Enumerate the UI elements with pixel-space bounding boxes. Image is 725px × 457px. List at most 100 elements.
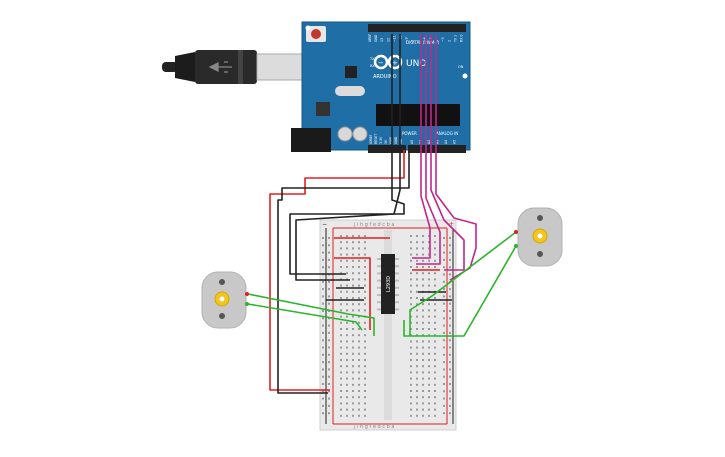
- breadboard-hole[interactable]: [416, 408, 418, 411]
- breadboard-hole[interactable]: [346, 377, 348, 380]
- breadboard-hole[interactable]: [346, 235, 348, 237]
- breadboard-hole[interactable]: [434, 321, 436, 324]
- breadboard-hole[interactable]: [410, 396, 412, 399]
- breadboard-hole[interactable]: [428, 340, 430, 343]
- breadboard-hole[interactable]: [364, 309, 366, 312]
- breadboard-hole[interactable]: [422, 414, 424, 417]
- breadboard-hole[interactable]: [346, 414, 348, 417]
- rail-hole[interactable]: [322, 339, 324, 342]
- breadboard[interactable]: j i h g f e d c b a j i h g f e d c b a …: [319, 219, 457, 431]
- breadboard-hole[interactable]: [416, 365, 418, 368]
- breadboard-hole[interactable]: [410, 402, 412, 405]
- rail-hole[interactable]: [443, 295, 445, 298]
- breadboard-hole[interactable]: [352, 297, 354, 299]
- dc-motor-left[interactable]: [201, 271, 249, 329]
- breadboard-hole[interactable]: [340, 315, 342, 318]
- breadboard-hole[interactable]: [428, 390, 430, 392]
- rail-hole[interactable]: [449, 383, 451, 385]
- rail-hole[interactable]: [443, 317, 445, 320]
- breadboard-hole[interactable]: [358, 377, 360, 380]
- breadboard-hole[interactable]: [434, 266, 436, 268]
- breadboard-hole[interactable]: [434, 365, 436, 368]
- breadboard-hole[interactable]: [364, 266, 366, 268]
- breadboard-hole[interactable]: [434, 359, 436, 361]
- breadboard-hole[interactable]: [416, 272, 418, 275]
- breadboard-hole[interactable]: [428, 278, 430, 281]
- breadboard-hole[interactable]: [416, 303, 418, 306]
- breadboard-hole[interactable]: [416, 297, 418, 299]
- rail-hole[interactable]: [449, 244, 451, 247]
- wire-green-motor-right-a[interactable]: [409, 231, 517, 336]
- breadboard-hole[interactable]: [410, 235, 412, 237]
- rail-hole[interactable]: [322, 390, 324, 393]
- wire-green-motor-left-a[interactable]: [247, 293, 375, 336]
- breadboard-hole[interactable]: [410, 315, 412, 318]
- breadboard-hole[interactable]: [364, 241, 366, 244]
- breadboard-hole[interactable]: [364, 334, 366, 337]
- rail-hole[interactable]: [443, 237, 445, 239]
- rail-hole[interactable]: [328, 237, 330, 239]
- rail-hole[interactable]: [328, 266, 330, 269]
- breadboard-hole[interactable]: [422, 266, 424, 268]
- rail-hole[interactable]: [328, 404, 330, 407]
- breadboard-hole[interactable]: [340, 377, 342, 380]
- breadboard-hole[interactable]: [358, 396, 360, 399]
- rail-hole[interactable]: [328, 353, 330, 356]
- breadboard-hole[interactable]: [346, 266, 348, 268]
- arduino-board[interactable]: − + ARDUINO UNO DIGITAL (PWM~) POWER ANA…: [291, 21, 471, 156]
- rail-hole[interactable]: [443, 302, 445, 305]
- rail-hole[interactable]: [443, 368, 445, 371]
- motor-right-terminal-a[interactable]: [514, 230, 518, 234]
- breadboard-hole[interactable]: [422, 247, 424, 250]
- breadboard-hole[interactable]: [416, 352, 418, 355]
- wire-green-motor-left-b[interactable]: [247, 303, 363, 331]
- breadboard-hole[interactable]: [358, 414, 360, 417]
- breadboard-hole[interactable]: [422, 402, 424, 405]
- breadboard-hole[interactable]: [352, 408, 354, 411]
- breadboard-hole[interactable]: [422, 346, 424, 349]
- breadboard-hole[interactable]: [346, 390, 348, 392]
- breadboard-hole[interactable]: [428, 352, 430, 355]
- rail-hole[interactable]: [443, 339, 445, 342]
- rail-hole[interactable]: [443, 324, 445, 327]
- breadboard-hole[interactable]: [422, 365, 424, 368]
- breadboard-hole[interactable]: [346, 247, 348, 250]
- breadboard-hole[interactable]: [428, 272, 430, 275]
- rail-hole[interactable]: [322, 404, 324, 407]
- breadboard-hole[interactable]: [422, 241, 424, 244]
- breadboard-hole[interactable]: [346, 272, 348, 275]
- breadboard-hole[interactable]: [358, 340, 360, 343]
- rail-hole[interactable]: [328, 302, 330, 305]
- breadboard-hole[interactable]: [416, 235, 418, 237]
- breadboard-hole[interactable]: [416, 266, 418, 268]
- breadboard-hole[interactable]: [358, 408, 360, 411]
- rail-hole[interactable]: [328, 368, 330, 371]
- breadboard-hole[interactable]: [428, 247, 430, 250]
- rail-hole[interactable]: [328, 375, 330, 378]
- breadboard-hole[interactable]: [346, 334, 348, 337]
- breadboard-hole[interactable]: [364, 253, 366, 256]
- wire-red-5v[interactable]: [269, 150, 405, 391]
- breadboard-hole[interactable]: [346, 321, 348, 324]
- breadboard-hole[interactable]: [410, 383, 412, 386]
- breadboard-hole[interactable]: [364, 402, 366, 405]
- rail-hole[interactable]: [322, 244, 324, 247]
- rail-hole[interactable]: [443, 244, 445, 247]
- breadboard-hole[interactable]: [352, 352, 354, 355]
- breadboard-hole[interactable]: [364, 235, 366, 237]
- breadboard-hole[interactable]: [416, 377, 418, 380]
- breadboard-hole[interactable]: [358, 290, 360, 293]
- breadboard-hole[interactable]: [422, 359, 424, 361]
- rail-hole[interactable]: [328, 288, 330, 291]
- breadboard-hole[interactable]: [422, 272, 424, 275]
- breadboard-hole[interactable]: [346, 346, 348, 349]
- breadboard-hole[interactable]: [422, 303, 424, 306]
- breadboard-hole[interactable]: [416, 402, 418, 405]
- rail-hole[interactable]: [443, 404, 445, 407]
- breadboard-hole[interactable]: [358, 352, 360, 355]
- breadboard-hole[interactable]: [416, 321, 418, 324]
- breadboard-hole[interactable]: [358, 402, 360, 405]
- breadboard-hole[interactable]: [416, 371, 418, 374]
- breadboard-hole[interactable]: [340, 284, 342, 287]
- breadboard-hole[interactable]: [422, 396, 424, 399]
